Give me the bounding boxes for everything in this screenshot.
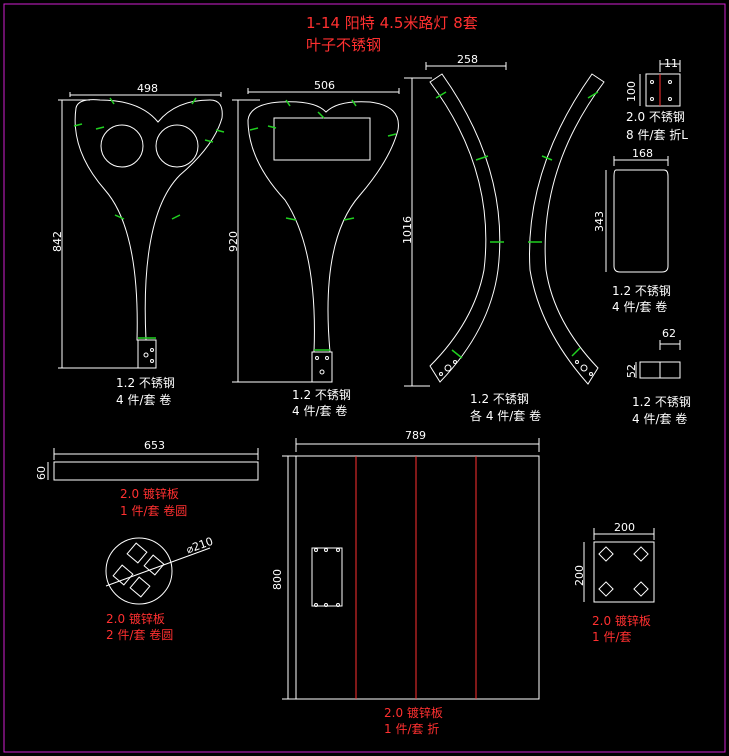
square-part xyxy=(583,528,655,603)
panel-label-1: 1.2 不锈钢 xyxy=(612,284,671,298)
panel-width: 168 xyxy=(632,147,653,160)
arc-part-right xyxy=(529,73,605,385)
arc-part-left xyxy=(404,62,507,387)
sheet-label-2: 1 件/套 折 xyxy=(384,722,440,736)
panel-height: 343 xyxy=(593,211,606,232)
square-label-2: 1 件/套 xyxy=(592,630,632,644)
square-label-1: 2.0 镀锌板 xyxy=(592,614,651,628)
sheet-part xyxy=(282,438,540,700)
leaf1-width: 498 xyxy=(137,82,158,95)
sheet-fold-lines xyxy=(355,456,477,699)
arc-height: 1016 xyxy=(401,216,414,244)
title-line-2: 叶子不锈钢 xyxy=(306,36,382,54)
leaf1-label-2: 4 件/套 卷 xyxy=(116,393,172,407)
leaf2-label-2: 4 件/套 卷 xyxy=(292,404,348,418)
tab-part xyxy=(635,340,681,379)
arc-left-marks xyxy=(435,91,504,359)
arc-right-marks xyxy=(528,91,599,357)
strip-part xyxy=(47,448,259,481)
bracket-part xyxy=(639,60,681,107)
panel-part xyxy=(605,156,669,273)
strip-width: 653 xyxy=(144,439,165,452)
square-height: 200 xyxy=(573,565,586,586)
leaf2-height: 920 xyxy=(227,231,240,252)
leaf1-label-1: 1.2 不锈钢 xyxy=(116,376,175,390)
strip-label-2: 1 件/套 卷圆 xyxy=(120,504,188,518)
tab-width: 62 xyxy=(662,327,676,340)
disc-part xyxy=(105,537,211,605)
arc-label-2: 各 4 件/套 卷 xyxy=(470,409,542,423)
disc-label-1: 2.0 镀锌板 xyxy=(106,612,165,626)
tab-label-2: 4 件/套 卷 xyxy=(632,412,688,426)
leaf1-height: 842 xyxy=(51,231,64,252)
square-width: 200 xyxy=(614,521,635,534)
tab-height: 52 xyxy=(625,364,638,378)
strip-height: 60 xyxy=(35,466,48,480)
strip-label-1: 2.0 镀锌板 xyxy=(120,487,179,501)
drawing-border xyxy=(3,3,726,753)
bracket-label-2: 8 件/套 折L xyxy=(626,128,688,142)
leaf-part-1 xyxy=(58,92,223,369)
leaf2-label-1: 1.2 不锈钢 xyxy=(292,388,351,402)
leaf1-marks xyxy=(73,97,225,339)
sheet-height: 800 xyxy=(271,569,284,590)
panel-label-2: 4 件/套 卷 xyxy=(612,300,668,314)
leaf2-marks xyxy=(249,99,397,351)
bracket-height: 100 xyxy=(625,81,638,102)
sheet-width: 789 xyxy=(405,429,426,442)
tab-label-1: 1.2 不锈钢 xyxy=(632,395,691,409)
leaf2-width: 506 xyxy=(314,79,335,92)
disc-label-2: 2 件/套 卷圆 xyxy=(106,628,174,642)
arc-width: 258 xyxy=(457,53,478,66)
arc-label-1: 1.2 不锈钢 xyxy=(470,392,529,406)
bracket-width: 11 xyxy=(664,57,678,70)
bracket-label-1: 2.0 不锈钢 xyxy=(626,110,685,124)
title-line-1: 1-14 阳特 4.5米路灯 8套 xyxy=(306,14,478,32)
leaf-part-2 xyxy=(232,88,400,383)
sheet-label-1: 2.0 镀锌板 xyxy=(384,706,443,720)
